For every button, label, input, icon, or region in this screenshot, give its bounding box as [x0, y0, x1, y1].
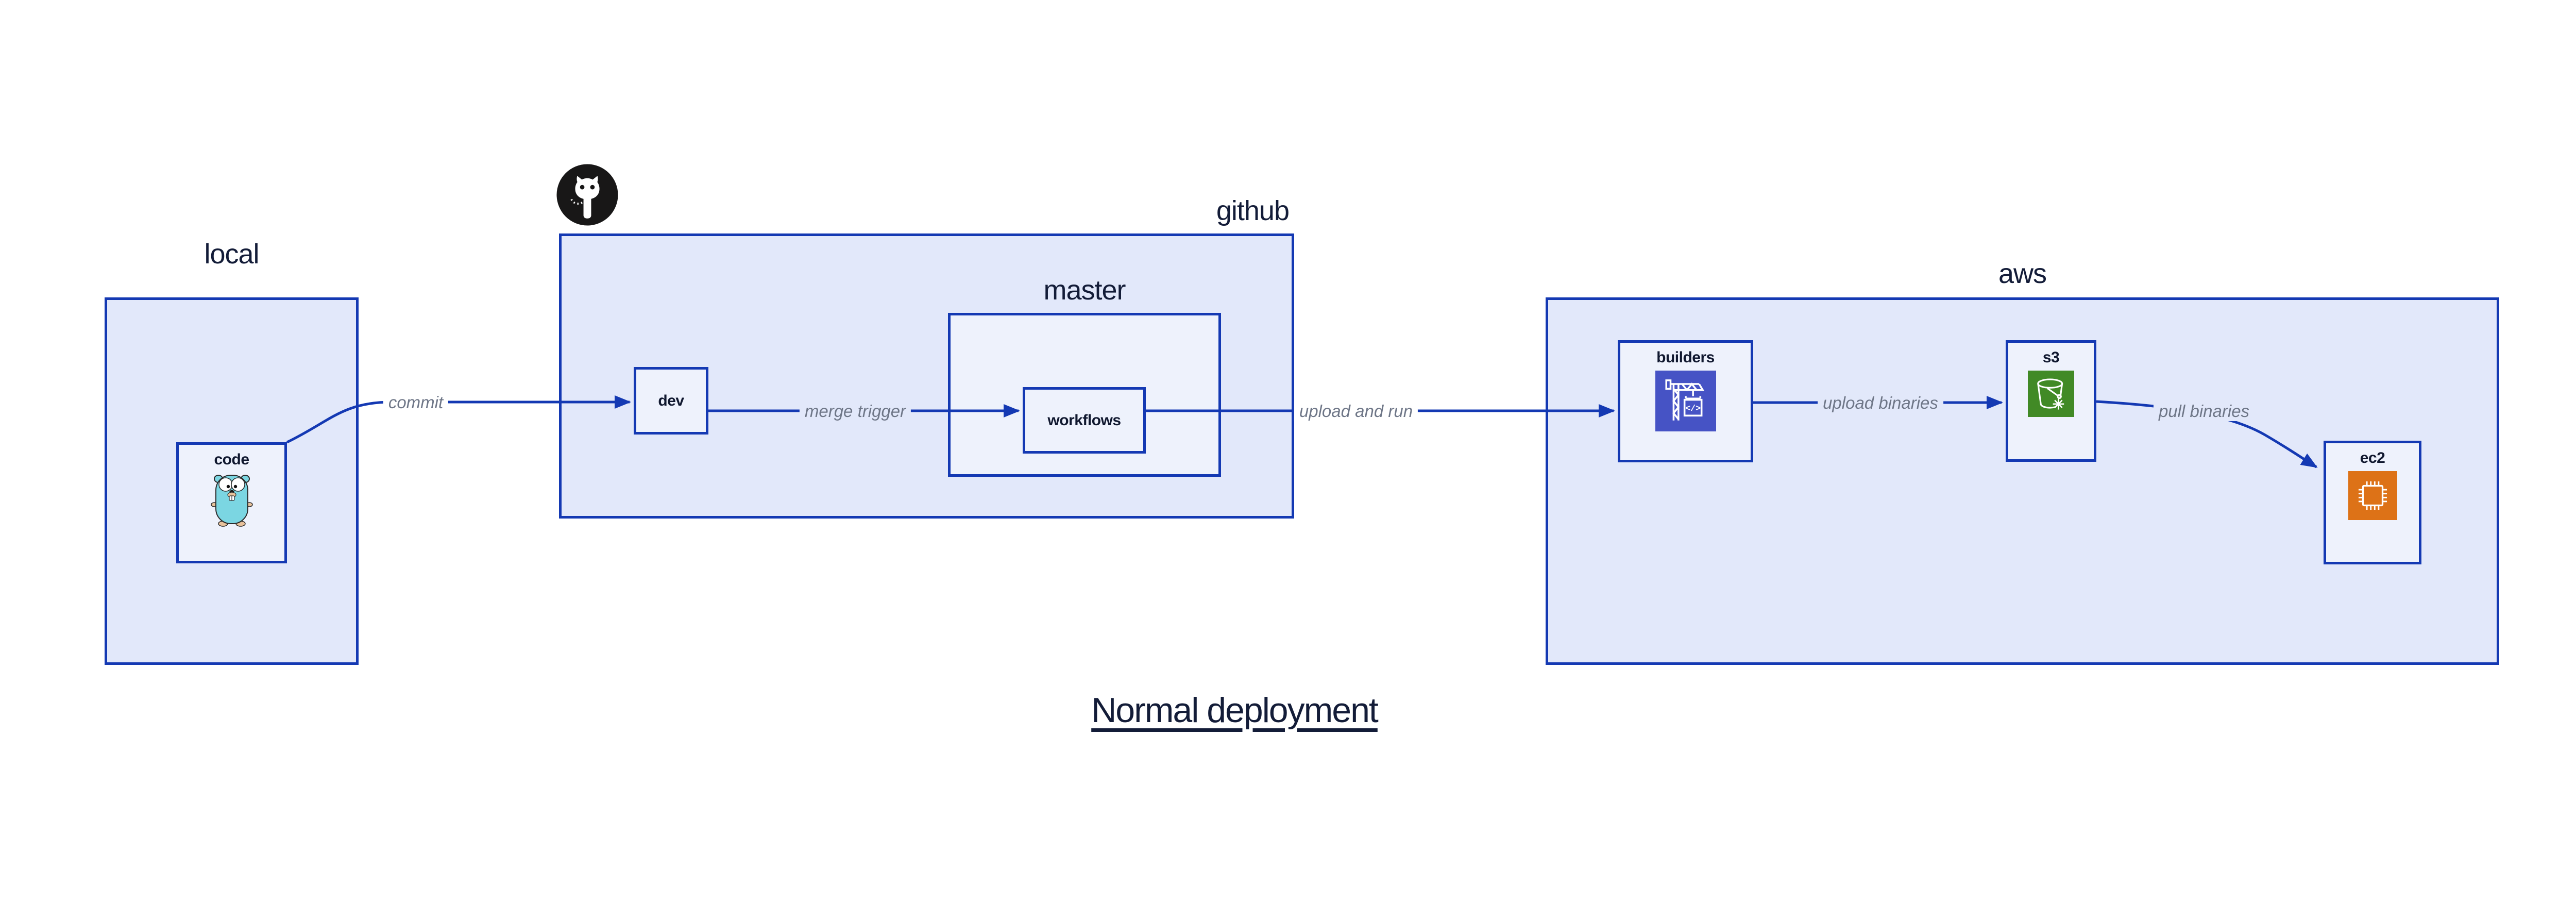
local-container-label: local	[204, 239, 259, 270]
aws-container-label: aws	[1998, 258, 2047, 289]
ec2-node: ec2	[2324, 441, 2421, 564]
edge-label-merge-trigger: merge trigger	[799, 402, 911, 421]
code-node: code	[176, 442, 287, 563]
edge-label-commit: commit	[383, 393, 449, 412]
edge-label-upload-and-run: upload and run	[1294, 402, 1418, 421]
builders-node: builders </>	[1618, 340, 1753, 462]
workflows-node-label: workflows	[1047, 411, 1121, 429]
edge-label-pull-binaries: pull binaries	[2153, 402, 2255, 421]
aws-s3-icon	[2028, 371, 2074, 417]
github-container-label: github	[1216, 195, 1290, 226]
diagram-title: Normal deployment	[1091, 691, 1379, 730]
aws-ec2-icon	[2348, 471, 2397, 520]
ec2-node-label: ec2	[2360, 449, 2385, 466]
aws-codebuild-icon: </>	[1655, 371, 1716, 431]
s3-node-label: s3	[2042, 349, 2060, 366]
go-gopher-icon	[210, 475, 253, 527]
github-octocat-icon	[556, 164, 618, 226]
master-container-label: master	[1043, 275, 1126, 306]
edge-label-upload-binaries: upload binaries	[1818, 393, 1943, 413]
dev-node: dev	[634, 367, 708, 435]
dev-node-label: dev	[658, 392, 684, 409]
svg-text:</>: </>	[1685, 404, 1701, 413]
workflows-node: workflows	[1023, 387, 1146, 454]
s3-node: s3	[2006, 340, 2096, 462]
code-node-label: code	[214, 451, 249, 468]
builders-node-label: builders	[1656, 349, 1715, 366]
